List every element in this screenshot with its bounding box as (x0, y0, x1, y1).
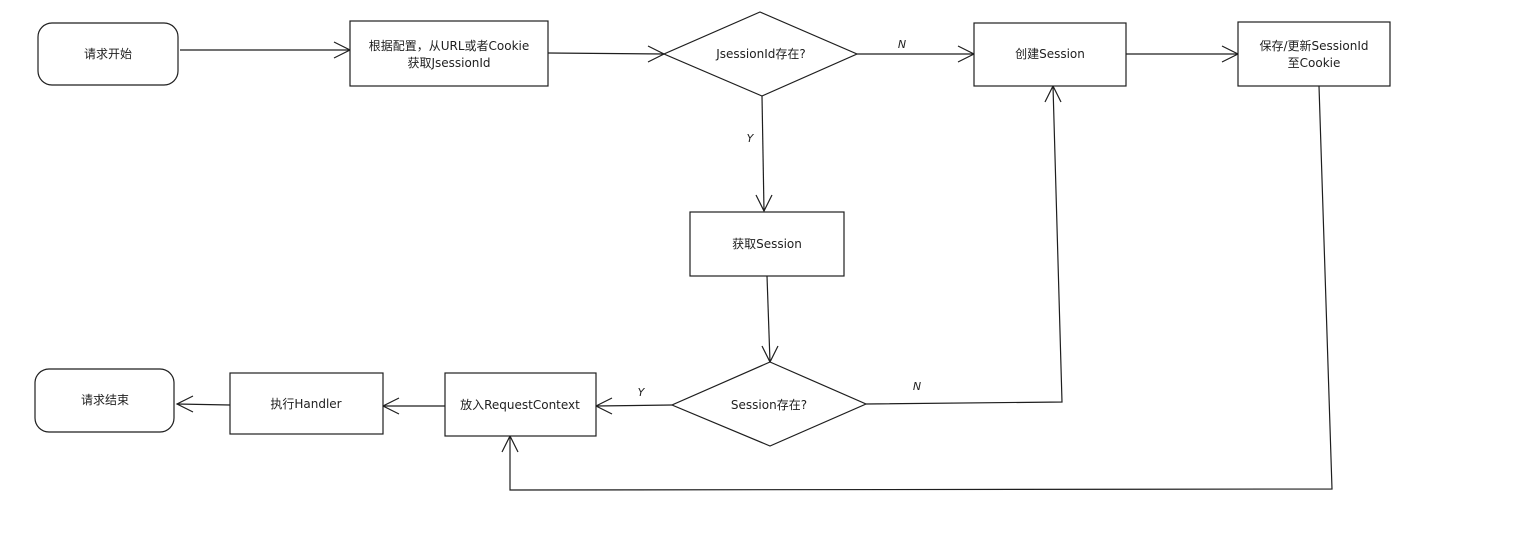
node-session-exists: Session存在? (670, 361, 868, 447)
put-context-shape (444, 372, 597, 437)
get-jsessionid-label-line2: 获取JsessionId (407, 56, 490, 70)
get-jsessionid-shape (349, 20, 549, 87)
jsessionid-exists-label: JsessionId存在? (715, 47, 806, 61)
create-session-label: 创建Session (1015, 47, 1085, 61)
exec-handler-shape (229, 372, 384, 435)
edge-save-to-put-context (509, 85, 1333, 491)
label-jsessionid-yes: Y (747, 132, 755, 145)
create-session-shape (973, 22, 1127, 87)
start-label: 请求开始 (84, 47, 132, 61)
put-context-label: 放入RequestContext (460, 397, 580, 412)
save-update-label-line2: 至Cookie (1288, 56, 1341, 70)
arrowhead-handler-to-end (175, 395, 194, 413)
edge-handler-to-end (176, 403, 231, 406)
node-put-context: 放入RequestContext (444, 372, 597, 437)
edge-session-exists-to-create-session (865, 85, 1063, 405)
node-jsessionid-exists: JsessionId存在? (662, 11, 859, 97)
arrowhead-decision-to-get-session (755, 194, 773, 213)
edge-session-exists-to-put-context (595, 404, 673, 407)
edges (175, 41, 1333, 491)
edge-labels: N Y Y N (638, 38, 921, 399)
node-save-update: 保存/更新SessionId 至Cookie (1237, 21, 1391, 87)
label-session-no: N (913, 380, 921, 393)
start-shape (37, 22, 179, 86)
label-session-yes: Y (638, 386, 646, 399)
label-jsessionid-no: N (898, 38, 906, 51)
save-update-shape (1237, 21, 1391, 87)
get-jsessionid-label-line1: 根据配置，从URL或者Cookie (369, 39, 530, 53)
get-session-shape (689, 211, 845, 277)
session-exists-label: Session存在? (731, 398, 807, 412)
node-exec-handler: 执行Handler (229, 372, 384, 435)
end-label: 请求结束 (81, 393, 129, 407)
node-start: 请求开始 (37, 22, 179, 86)
node-create-session: 创建Session (973, 22, 1127, 87)
edge-get-session-to-session-exists (766, 275, 771, 363)
node-get-session: 获取Session (689, 211, 845, 277)
session-exists-shape (670, 361, 868, 447)
edge-decision-to-get-session (761, 95, 765, 212)
node-end: 请求结束 (34, 368, 175, 433)
save-update-label-line1: 保存/更新SessionId (1260, 38, 1369, 53)
get-session-label: 获取Session (732, 237, 802, 251)
end-shape (34, 368, 175, 433)
node-get-jsessionid: 根据配置，从URL或者Cookie 获取JsessionId (349, 20, 549, 87)
exec-handler-label: 执行Handler (270, 397, 341, 411)
jsessionid-exists-shape (662, 11, 859, 97)
edge-get-jsessionid-to-decision (547, 52, 665, 55)
